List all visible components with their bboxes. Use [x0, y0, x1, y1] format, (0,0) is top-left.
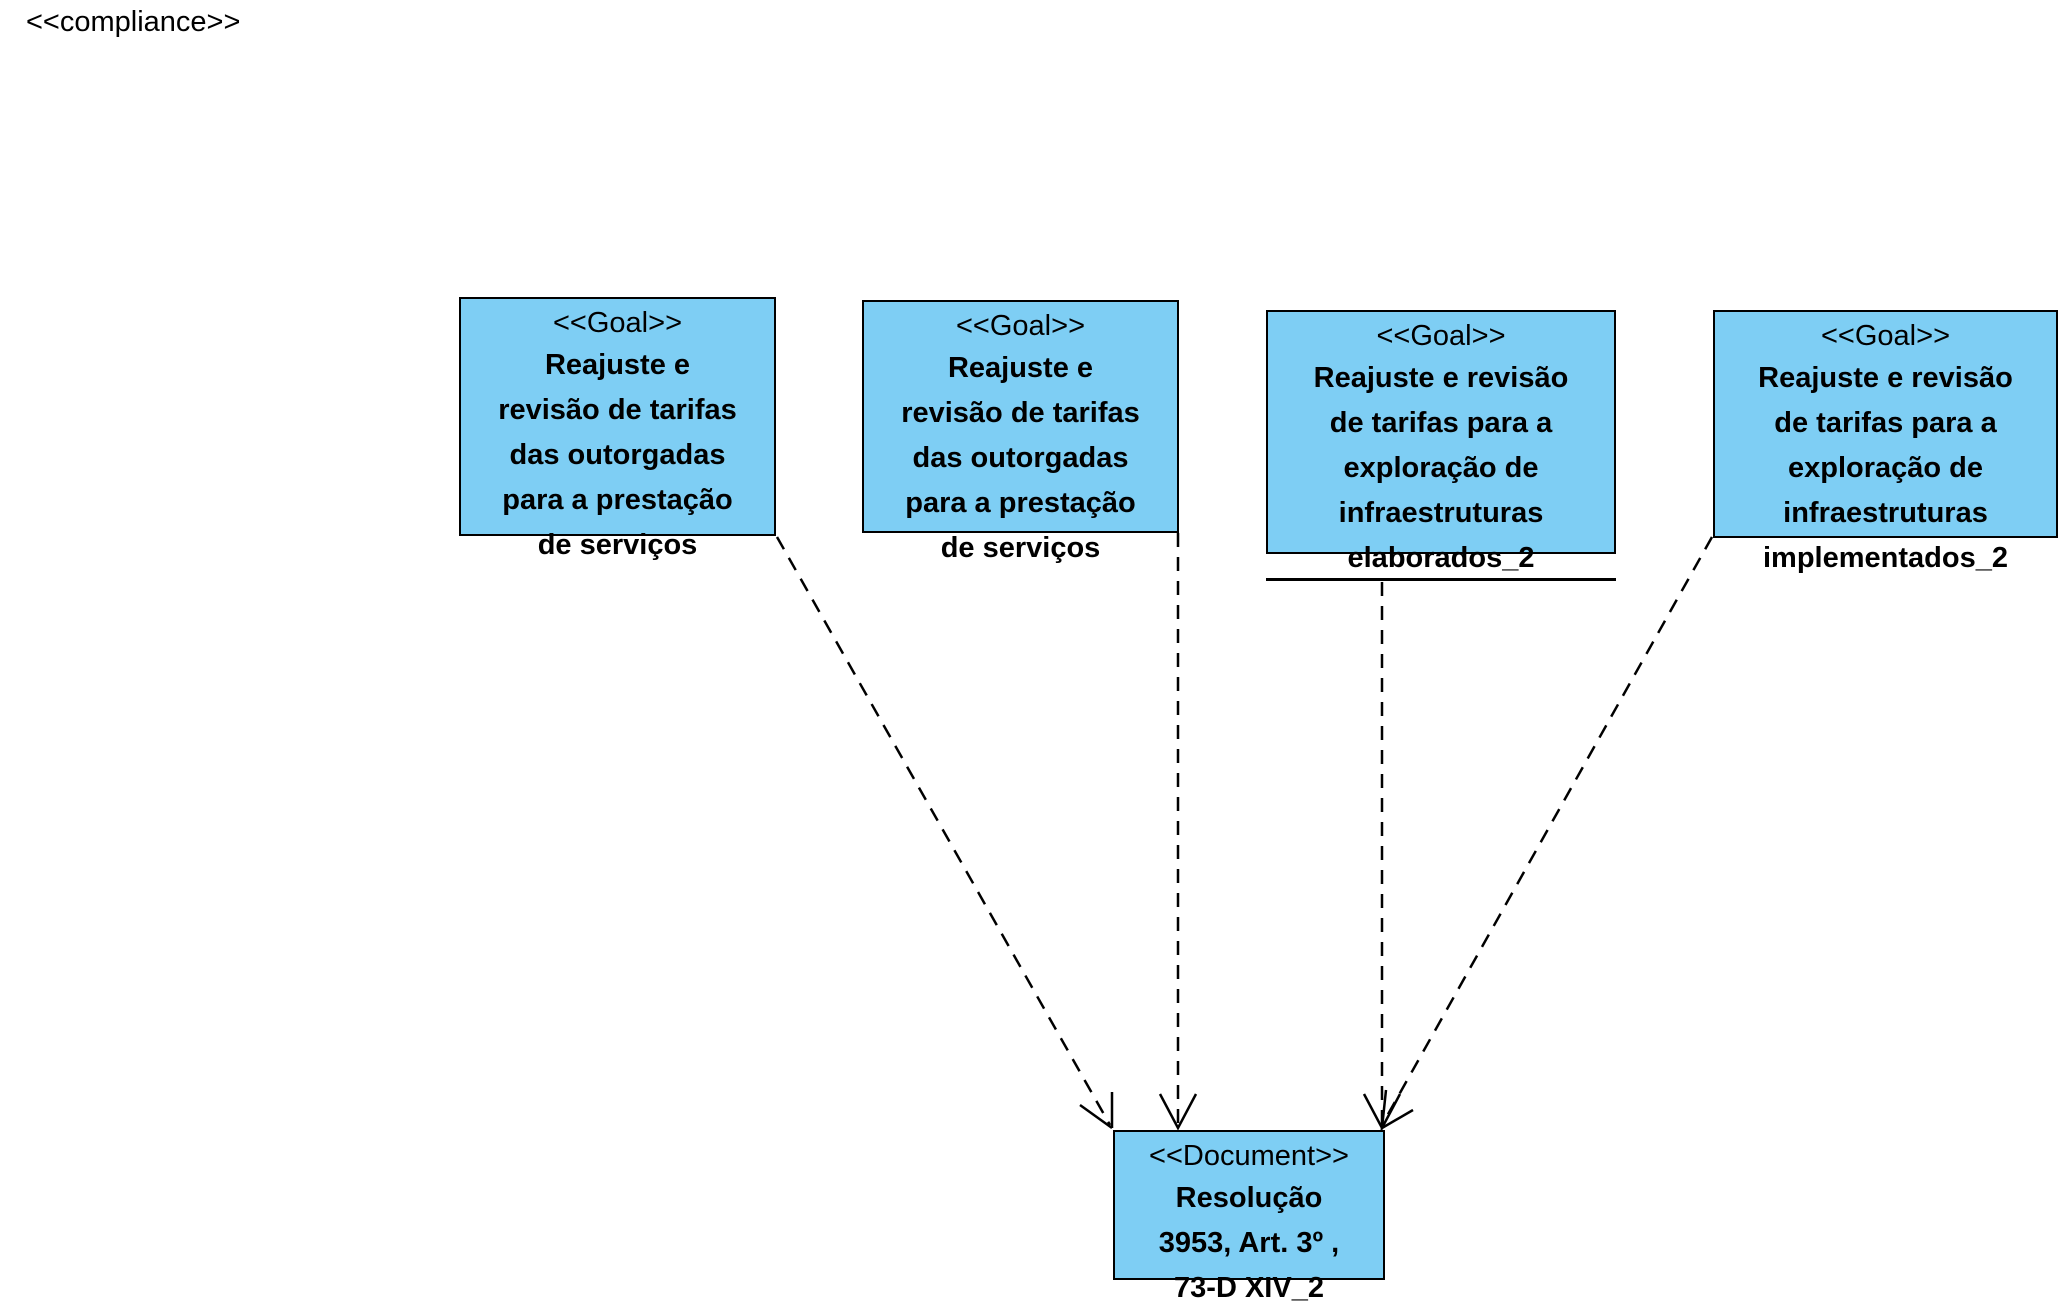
goal-stereotype: <<Goal>>	[1376, 320, 1506, 352]
arrowhead-1	[1079, 1092, 1114, 1130]
document-node[interactable]: <<Document>> Resolução 3953, Art. 3º , 7…	[1113, 1130, 1385, 1304]
goal-name: Reajuste e revisão de tarifas para a exp…	[1313, 362, 1569, 574]
dependency-edge-1	[775, 536, 1112, 1126]
dependency-edge-4	[1380, 536, 1714, 1126]
goal-stereotype: <<Goal>>	[956, 310, 1085, 342]
document-stereotype: <<Document>>	[1149, 1140, 1349, 1172]
goal-node-4[interactable]: <<Goal>> Reajuste e revisão de tarifas p…	[1713, 310, 2058, 574]
diagram-canvas: <<compliance>> <<Goal>> Reajuste e revis…	[26, 6, 2058, 1304]
goal-name: Reajuste e revisão de tarifas das outorg…	[498, 349, 737, 561]
diagram-label: <<compliance>>	[26, 6, 241, 38]
arrowhead-4	[1380, 1089, 1414, 1131]
goal-node-1[interactable]: <<Goal>> Reajuste e revisão de tarifas d…	[459, 297, 776, 561]
goal-node-3[interactable]: <<Goal>> Reajuste e revisão de tarifas p…	[1266, 310, 1616, 574]
edges-layer	[775, 533, 1714, 1131]
goal-stereotype: <<Goal>>	[553, 307, 682, 339]
document-name: Resolução 3953, Art. 3º , 73-D XIV_2	[1158, 1182, 1340, 1304]
goal-stereotype: <<Goal>>	[1821, 320, 1950, 352]
goal-3-underline	[1266, 578, 1616, 581]
goal-name: Reajuste e revisão de tarifas para a exp…	[1758, 362, 2013, 574]
arrowhead-2	[1158, 1093, 1198, 1131]
goal-node-2[interactable]: <<Goal>> Reajuste e revisão de tarifas d…	[862, 300, 1179, 564]
goal-name: Reajuste e revisão de tarifas das outorg…	[901, 352, 1140, 564]
